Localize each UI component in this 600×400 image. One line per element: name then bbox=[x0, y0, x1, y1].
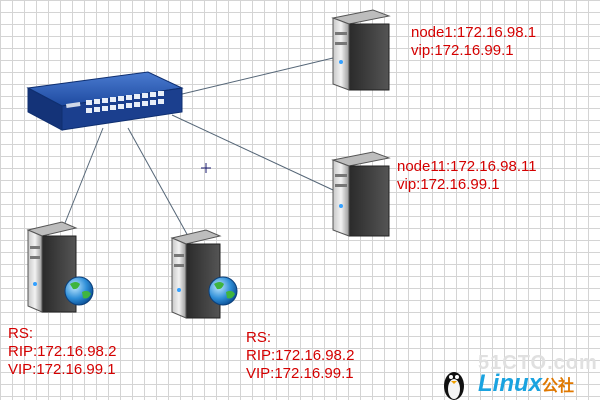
globe-rs2-icon bbox=[208, 276, 238, 306]
rs2-rip: RIP:172.16.98.2 bbox=[246, 347, 355, 364]
node11-name-ip: node11:172.16.98.11 bbox=[397, 158, 537, 175]
rs1-rip: RIP:172.16.98.2 bbox=[8, 343, 117, 360]
link-switch-rs2 bbox=[127, 127, 189, 237]
node11-vip: vip:172.16.99.1 bbox=[397, 176, 500, 193]
rs2-title: RS: bbox=[246, 329, 272, 346]
watermark-site: 51CTO.com bbox=[478, 352, 598, 374]
tux-penguin-icon bbox=[444, 372, 464, 400]
rs1-label: RS: RIP:172.16.98.2 VIP:172.16.99.1 bbox=[8, 325, 116, 379]
watermark-brand: Linux公社 bbox=[478, 370, 574, 398]
link-switch-rs1 bbox=[62, 127, 104, 229]
link-switch-node1 bbox=[177, 57, 334, 96]
network-switch-icon bbox=[26, 71, 184, 131]
node1-vip: vip:172.16.99.1 bbox=[411, 42, 514, 59]
rs1-vip: VIP:172.16.99.1 bbox=[8, 361, 116, 378]
link-switch-node11 bbox=[171, 114, 334, 191]
watermark-brand-text: Linux bbox=[478, 370, 542, 397]
rs2-label: RS: RIP:172.16.98.2 VIP:172.16.99.1 bbox=[246, 329, 354, 383]
connection-lines bbox=[62, 57, 334, 237]
globe-rs1-icon bbox=[64, 276, 94, 306]
watermark-brand-cn: 公社 bbox=[542, 378, 575, 395]
crosshair-cursor-icon bbox=[201, 163, 211, 173]
node1-label: node1:172.16.98.1 vip:172.16.99.1 bbox=[411, 24, 536, 60]
server-node11-icon bbox=[331, 151, 391, 237]
server-node1-icon bbox=[331, 9, 391, 91]
node11-label: node11:172.16.98.11 vip:172.16.99.1 bbox=[397, 158, 537, 194]
node1-name-ip: node1:172.16.98.1 bbox=[411, 24, 537, 41]
rs1-title: RS: bbox=[8, 325, 34, 342]
rs2-vip: VIP:172.16.99.1 bbox=[246, 365, 354, 382]
server-rs2-icon bbox=[170, 229, 222, 319]
